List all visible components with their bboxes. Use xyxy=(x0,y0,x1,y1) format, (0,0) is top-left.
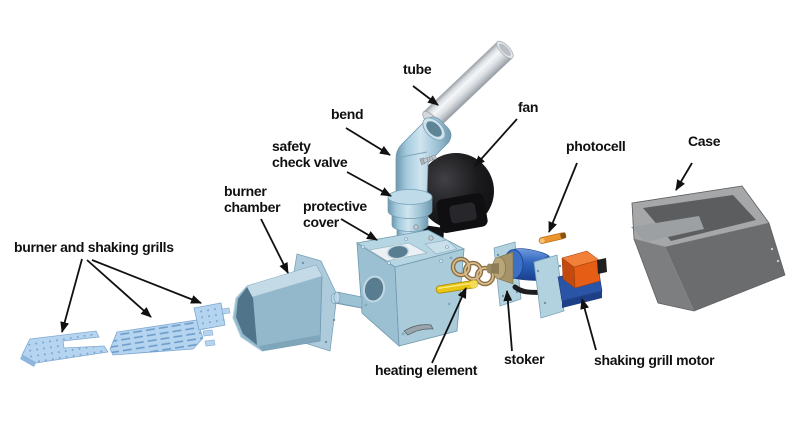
shaking-grill-motor-part xyxy=(533,250,607,319)
label-heating-element: heating element xyxy=(375,362,478,378)
label-photocell: photocell xyxy=(566,138,626,154)
arrow-bend xyxy=(345,127,391,156)
grill-small-part xyxy=(193,302,226,331)
bend-part xyxy=(395,116,452,197)
label-fan: fan xyxy=(518,99,539,115)
arrow-case xyxy=(675,162,693,191)
arrow-heating-element xyxy=(431,287,467,364)
arrow-protective-cover xyxy=(340,218,378,241)
latch-part xyxy=(403,324,434,336)
label-case: Case xyxy=(688,133,721,149)
label-safety-check-valve: safety check valve xyxy=(272,138,348,170)
arrow-grill-2 xyxy=(86,259,152,318)
arrow-stoker xyxy=(503,290,513,352)
burner-chamber-part xyxy=(232,253,338,352)
leader-arrows xyxy=(60,85,693,364)
arrow-grill-3 xyxy=(91,259,202,304)
label-protective-cover: protective cover xyxy=(303,198,367,230)
arrow-burner-chamber xyxy=(260,218,289,274)
arrow-tube xyxy=(412,85,439,106)
case-part xyxy=(631,185,786,312)
label-tube: tube xyxy=(403,61,432,77)
label-shaking-grill-motor: shaking grill motor xyxy=(594,352,715,368)
screw-part xyxy=(419,154,437,165)
burner-and-shaking-grills-part xyxy=(20,302,231,367)
heating-element-part xyxy=(435,279,479,294)
auger-spring-part xyxy=(450,256,496,287)
protective-cover-part xyxy=(333,224,466,347)
fan-part xyxy=(416,153,494,248)
grill-slotted-part xyxy=(109,319,204,356)
grill-forked-part xyxy=(21,330,109,364)
label-burner-chamber: burner chamber xyxy=(224,183,281,215)
label-stoker: stoker xyxy=(504,351,545,367)
label-burner-and-shaking-grills: burner and shaking grills xyxy=(14,239,174,255)
arrow-photocell xyxy=(548,162,578,233)
arrow-grill-1 xyxy=(60,258,83,333)
arrow-safety-check-valve xyxy=(346,171,392,197)
arrow-fan xyxy=(474,118,518,167)
label-bend: bend xyxy=(331,106,364,122)
photocell-part xyxy=(538,232,567,244)
arrow-shaking-grill-motor xyxy=(580,298,597,351)
